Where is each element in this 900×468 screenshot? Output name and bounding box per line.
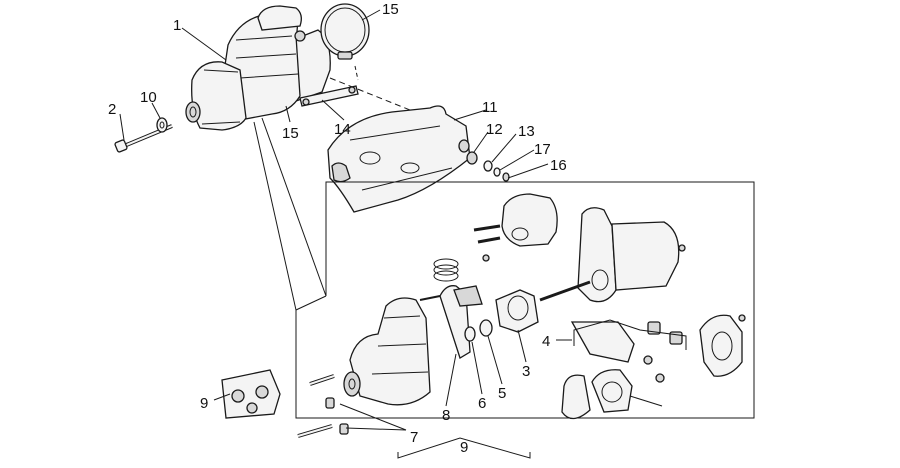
callout-8: 8: [442, 407, 450, 424]
detail-frame: [295, 181, 755, 419]
callout-1: 1: [173, 17, 181, 34]
assembly-guides: [329, 65, 411, 111]
return-spring-part: [433, 258, 459, 282]
callout-15-top: 15: [382, 1, 399, 18]
motor-yoke-part: [539, 207, 686, 303]
callout-7: 7: [410, 429, 418, 446]
detail-view-lines: [253, 117, 327, 311]
callout-12: 12: [486, 121, 503, 138]
callout-6: 6: [478, 395, 486, 412]
callout-13: 13: [518, 123, 535, 140]
brush-set-bracket: [573, 319, 687, 350]
leader-lines: [119, 9, 572, 431]
bushing-kit-part: [221, 369, 281, 419]
clamp-ring-part: [320, 3, 370, 60]
brush-plate-part: [561, 321, 683, 420]
callout-2: 2: [108, 101, 116, 118]
callout-16: 16: [550, 157, 567, 174]
drive-end-housing-part: [343, 297, 431, 406]
pinion-and-rings: [464, 289, 539, 342]
callout-9-left: 9: [200, 395, 208, 412]
end-cover-part: [699, 314, 746, 377]
callout-4: 4: [542, 333, 550, 350]
callout-10: 10: [140, 89, 157, 106]
callout-3: 3: [522, 363, 530, 380]
callout-5: 5: [498, 385, 506, 402]
washer-part: [156, 117, 168, 133]
kit-grouping-bracket: [397, 437, 531, 459]
callout-11: 11: [482, 99, 498, 116]
nut-washer-set: [466, 151, 510, 182]
solenoid-part: [473, 193, 558, 262]
callout-14: 14: [334, 121, 351, 138]
callout-labels: 1 2 10 15 15 14 11 12 13 17 16 4 3 5 6 8…: [108, 1, 567, 456]
through-bolts-part: [297, 374, 349, 438]
callout-9-group: 9: [460, 439, 468, 456]
callout-17: 17: [534, 141, 551, 158]
starter-motor-assembly: [185, 5, 331, 131]
callout-15-bottom: 15: [282, 125, 299, 142]
bracket-strip-part: [299, 85, 359, 107]
